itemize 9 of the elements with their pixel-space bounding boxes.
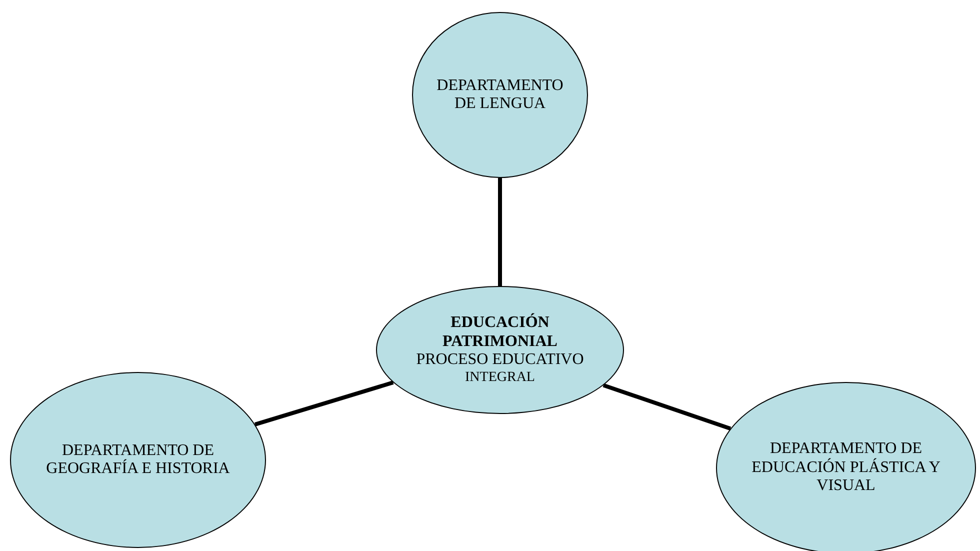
- node-label: DEPARTAMENTO DE GEOGRAFÍA E HISTORIA: [45, 442, 231, 478]
- node-label: DEPARTAMENTO DE LENGUA: [436, 76, 564, 114]
- connector-line: [498, 178, 502, 286]
- connector-line: [602, 383, 732, 430]
- node-label: INTEGRAL: [465, 370, 535, 386]
- connector-line: [254, 380, 394, 426]
- node-label: DEPARTAMENTO DE EDUCACIÓN PLÁSTICA Y VISUAL: [751, 440, 941, 496]
- node-label: EDUCACIÓN PATRIMONIAL: [442, 314, 558, 352]
- node-label: PROCESO EDUCATIVO: [416, 351, 584, 370]
